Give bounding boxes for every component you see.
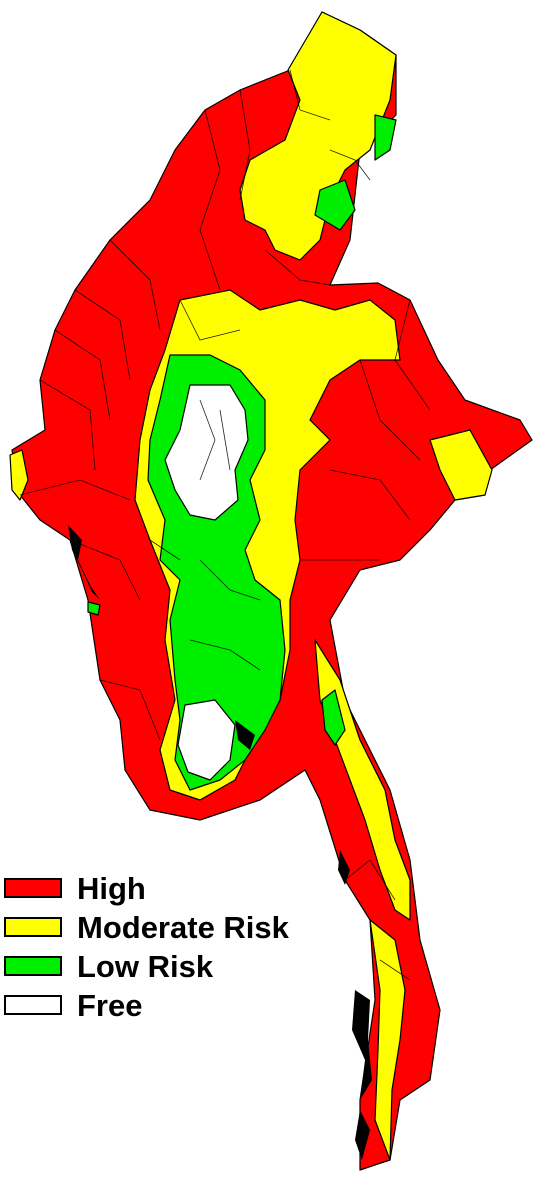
region-low-coast: [321, 689, 346, 746]
region-low-island: [87, 601, 101, 616]
region-free-south: [177, 699, 236, 781]
legend-label-low: Low Risk: [77, 949, 214, 984]
region-moderate-tail: [369, 919, 406, 1161]
legend-swatch-moderate: [4, 917, 62, 937]
legend-swatch-low: [4, 956, 62, 976]
legend-label-high: High: [77, 871, 146, 906]
legend-swatch-high: [4, 878, 62, 898]
region-low-north: [374, 114, 397, 161]
legend-label-free: Free: [77, 988, 143, 1023]
region-free-north: [164, 384, 249, 521]
region-moderate-north: [239, 11, 397, 261]
legend-label-moderate: Moderate Risk: [77, 910, 289, 945]
region-moderate-east: [429, 429, 493, 501]
region-moderate-coast-west: [9, 449, 29, 501]
legend-swatch-free: [4, 995, 62, 1015]
region-low-north2: [314, 179, 356, 231]
